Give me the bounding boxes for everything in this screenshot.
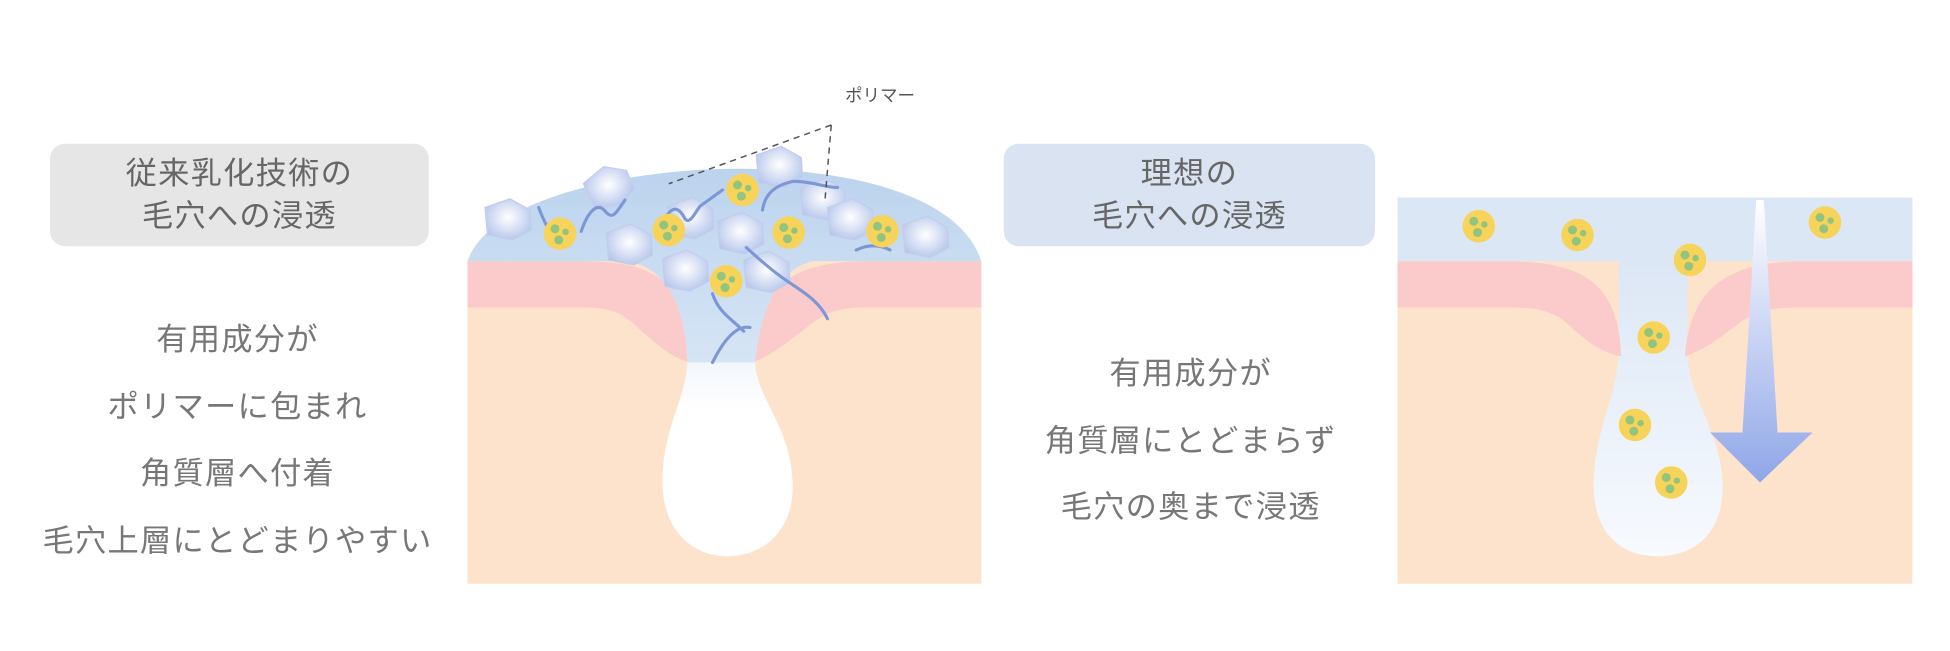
right-description-line: 角質層にとどまらず [1044, 421, 1337, 459]
right-stratum-corneum-right [1685, 261, 1913, 357]
penetration-arrow-icon [1710, 200, 1813, 483]
left-title-line: 従来乳化技術の [125, 155, 354, 192]
polymer-callout-lines [668, 124, 832, 201]
right-stratum-corneum-left [1397, 261, 1622, 357]
left-description: 有用成分が ポリマーに包まれ 角質層へ付着 毛穴上層にとどまりやすい [0, 306, 475, 574]
left-stratum-corneum-right [752, 261, 982, 363]
right-description-line: 毛穴の奥まで浸透 [1060, 488, 1321, 525]
polymer-callout-label: ポリマー [845, 86, 915, 107]
right-title-box: 理想の 毛穴への浸透 [1003, 143, 1375, 247]
left-description-line: 毛穴上層にとどまりやすい [42, 521, 433, 559]
left-title-box: 従来乳化技術の 毛穴への浸透 [50, 143, 429, 247]
right-skin-diagram [1397, 197, 1913, 584]
left-title-line: 毛穴への浸透 [141, 197, 337, 234]
left-description-line: 有用成分が [156, 321, 319, 358]
right-description-line: 有用成分が [1109, 355, 1272, 392]
right-title-line: 理想の [1140, 155, 1239, 192]
right-title-line: 毛穴への浸透 [1091, 197, 1287, 234]
left-description-line: 角質層へ付着 [139, 455, 335, 492]
right-pore [1593, 261, 1723, 557]
left-skin-diagram [467, 124, 982, 584]
left-description-line: ポリマーに包まれ [107, 388, 368, 425]
left-stratum-corneum-left [467, 261, 690, 363]
right-description: 有用成分が 角質層にとどまらず 毛穴の奥まで浸透 [1000, 340, 1381, 541]
